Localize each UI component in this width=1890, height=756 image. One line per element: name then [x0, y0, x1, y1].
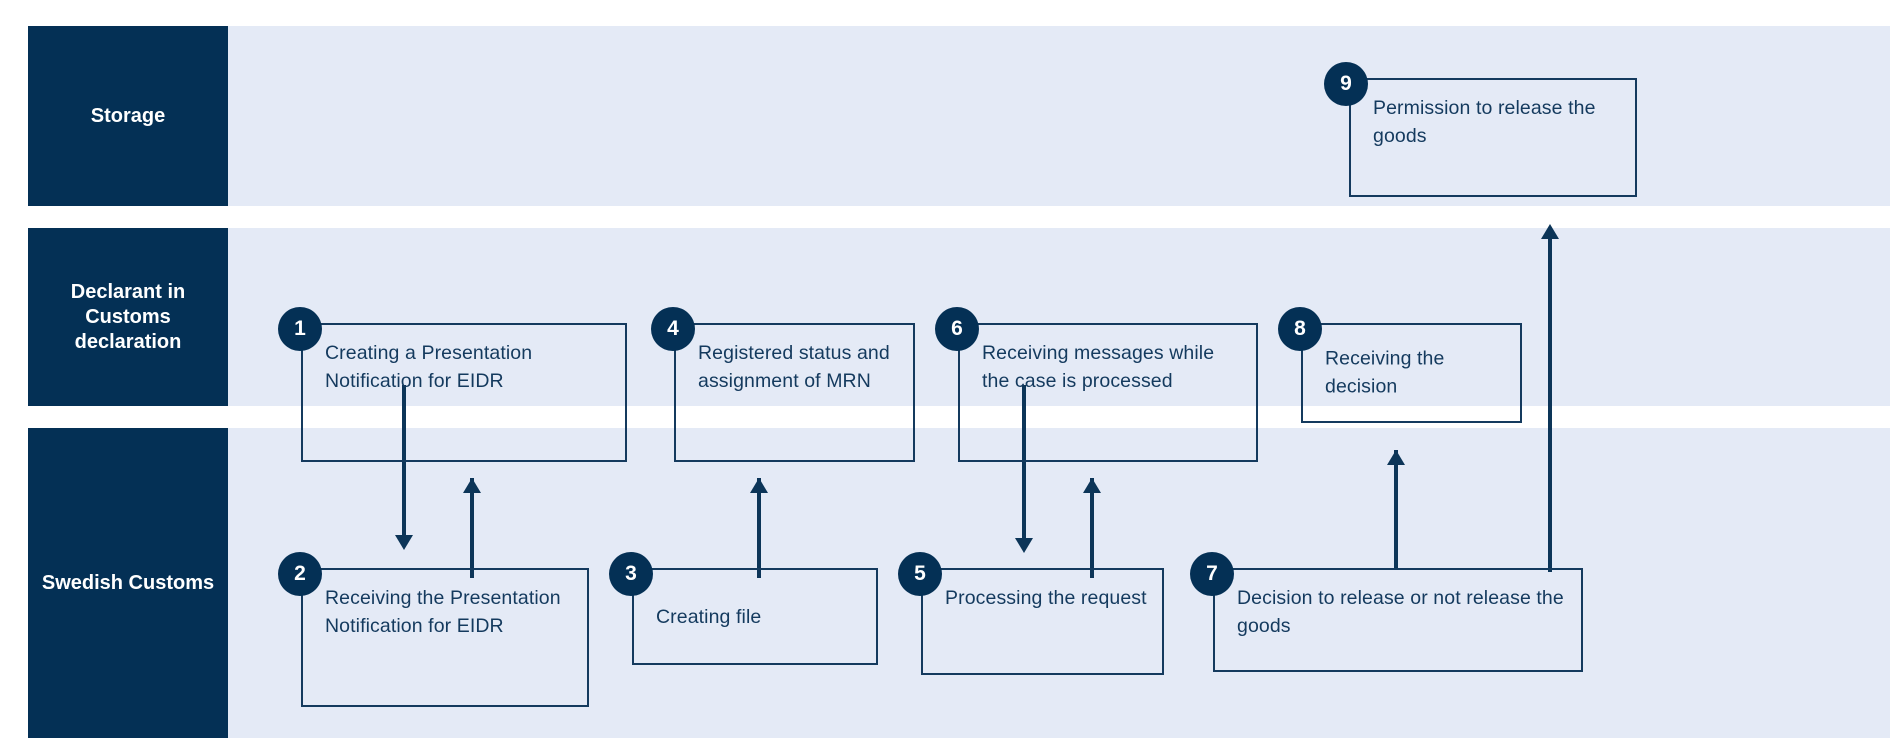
step-badge-8-number: 8	[1294, 317, 1306, 340]
process-node-2[interactable]: Receiving the Presentation Notification …	[301, 568, 589, 707]
step-badge-2[interactable]: 2	[278, 552, 322, 596]
step-badge-1-number: 1	[294, 317, 306, 340]
step-badge-8[interactable]: 8	[1278, 307, 1322, 351]
step-badge-4[interactable]: 4	[651, 307, 695, 351]
process-node-7[interactable]: Decision to release or not release the g…	[1213, 568, 1583, 672]
lane-band-storage	[28, 26, 1890, 206]
connector-2-to-4-stem	[470, 478, 474, 578]
connector-5-to-6-arrowhead	[1083, 478, 1101, 493]
connector-3-to-4-stem	[757, 478, 761, 578]
connector-1-to-2-arrowhead	[395, 535, 413, 550]
process-node-6[interactable]: Receiving messages while the case is pro…	[958, 323, 1258, 462]
step-badge-7-number: 7	[1206, 562, 1218, 585]
step-badge-3-number: 3	[625, 562, 637, 585]
connector-2-to-4-arrowhead	[463, 478, 481, 493]
step-badge-5[interactable]: 5	[898, 552, 942, 596]
connector-1-to-2	[402, 385, 406, 545]
connector-5-to-6-stem	[1090, 478, 1094, 578]
step-badge-1[interactable]: 1	[278, 307, 322, 351]
connector-7-to-9-stem	[1548, 232, 1552, 572]
process-node-5-text: Processing the request	[945, 587, 1147, 609]
connector-6-to-5-arrowhead	[1015, 538, 1033, 553]
lane-header-customs-label: Swedish Customs	[41, 571, 215, 594]
process-node-3-text: Creating file	[656, 605, 762, 628]
process-node-1[interactable]: Creating a Presentation Notification for…	[301, 323, 627, 462]
lane-header-declarant: Declarant in Customs declaration	[28, 228, 228, 406]
process-node-5[interactable]: Processing the request	[921, 568, 1164, 675]
step-badge-9-number: 9	[1340, 72, 1352, 95]
step-badge-6-number: 6	[951, 317, 963, 340]
lane-band-customs	[28, 428, 1890, 738]
connector-3-to-4-arrowhead	[750, 478, 768, 493]
process-node-6-text: Receiving messages while the case is pro…	[982, 342, 1215, 393]
process-node-8-text: Receiving the decision	[1325, 347, 1445, 398]
connector-6-to-5	[1022, 385, 1026, 545]
process-node-4[interactable]: Registered status and assignment of MRN	[674, 323, 915, 462]
lane-header-storage-label: Storage	[90, 104, 166, 127]
connector-7-to-8-arrowhead	[1387, 450, 1405, 465]
process-node-9[interactable]: Permission to release the goods	[1349, 78, 1637, 197]
step-badge-4-number: 4	[667, 317, 679, 340]
step-badge-7[interactable]: 7	[1190, 552, 1234, 596]
step-badge-6[interactable]: 6	[935, 307, 979, 351]
step-badge-5-number: 5	[914, 562, 926, 585]
lane-header-storage: Storage	[28, 26, 228, 206]
process-node-7-text: Decision to release or not release the g…	[1237, 587, 1564, 638]
process-node-9-text: Permission to release the goods	[1373, 97, 1596, 148]
process-node-4-text: Registered status and assignment of MRN	[698, 342, 890, 393]
process-node-1-text: Creating a Presentation Notification for…	[325, 342, 533, 393]
lane-header-customs: Swedish Customs	[28, 428, 228, 738]
process-node-8[interactable]: Receiving the decision	[1301, 323, 1522, 423]
connector-7-to-8-stem	[1394, 450, 1398, 570]
step-badge-2-number: 2	[294, 562, 306, 585]
process-node-3[interactable]: Creating file	[632, 568, 878, 665]
step-badge-3[interactable]: 3	[609, 552, 653, 596]
lane-header-declarant-label: Declarant in Customs declaration	[70, 280, 186, 353]
step-badge-9[interactable]: 9	[1324, 62, 1368, 106]
process-node-2-text: Receiving the Presentation Notification …	[325, 587, 561, 638]
connector-7-to-9-arrowhead	[1541, 224, 1559, 239]
